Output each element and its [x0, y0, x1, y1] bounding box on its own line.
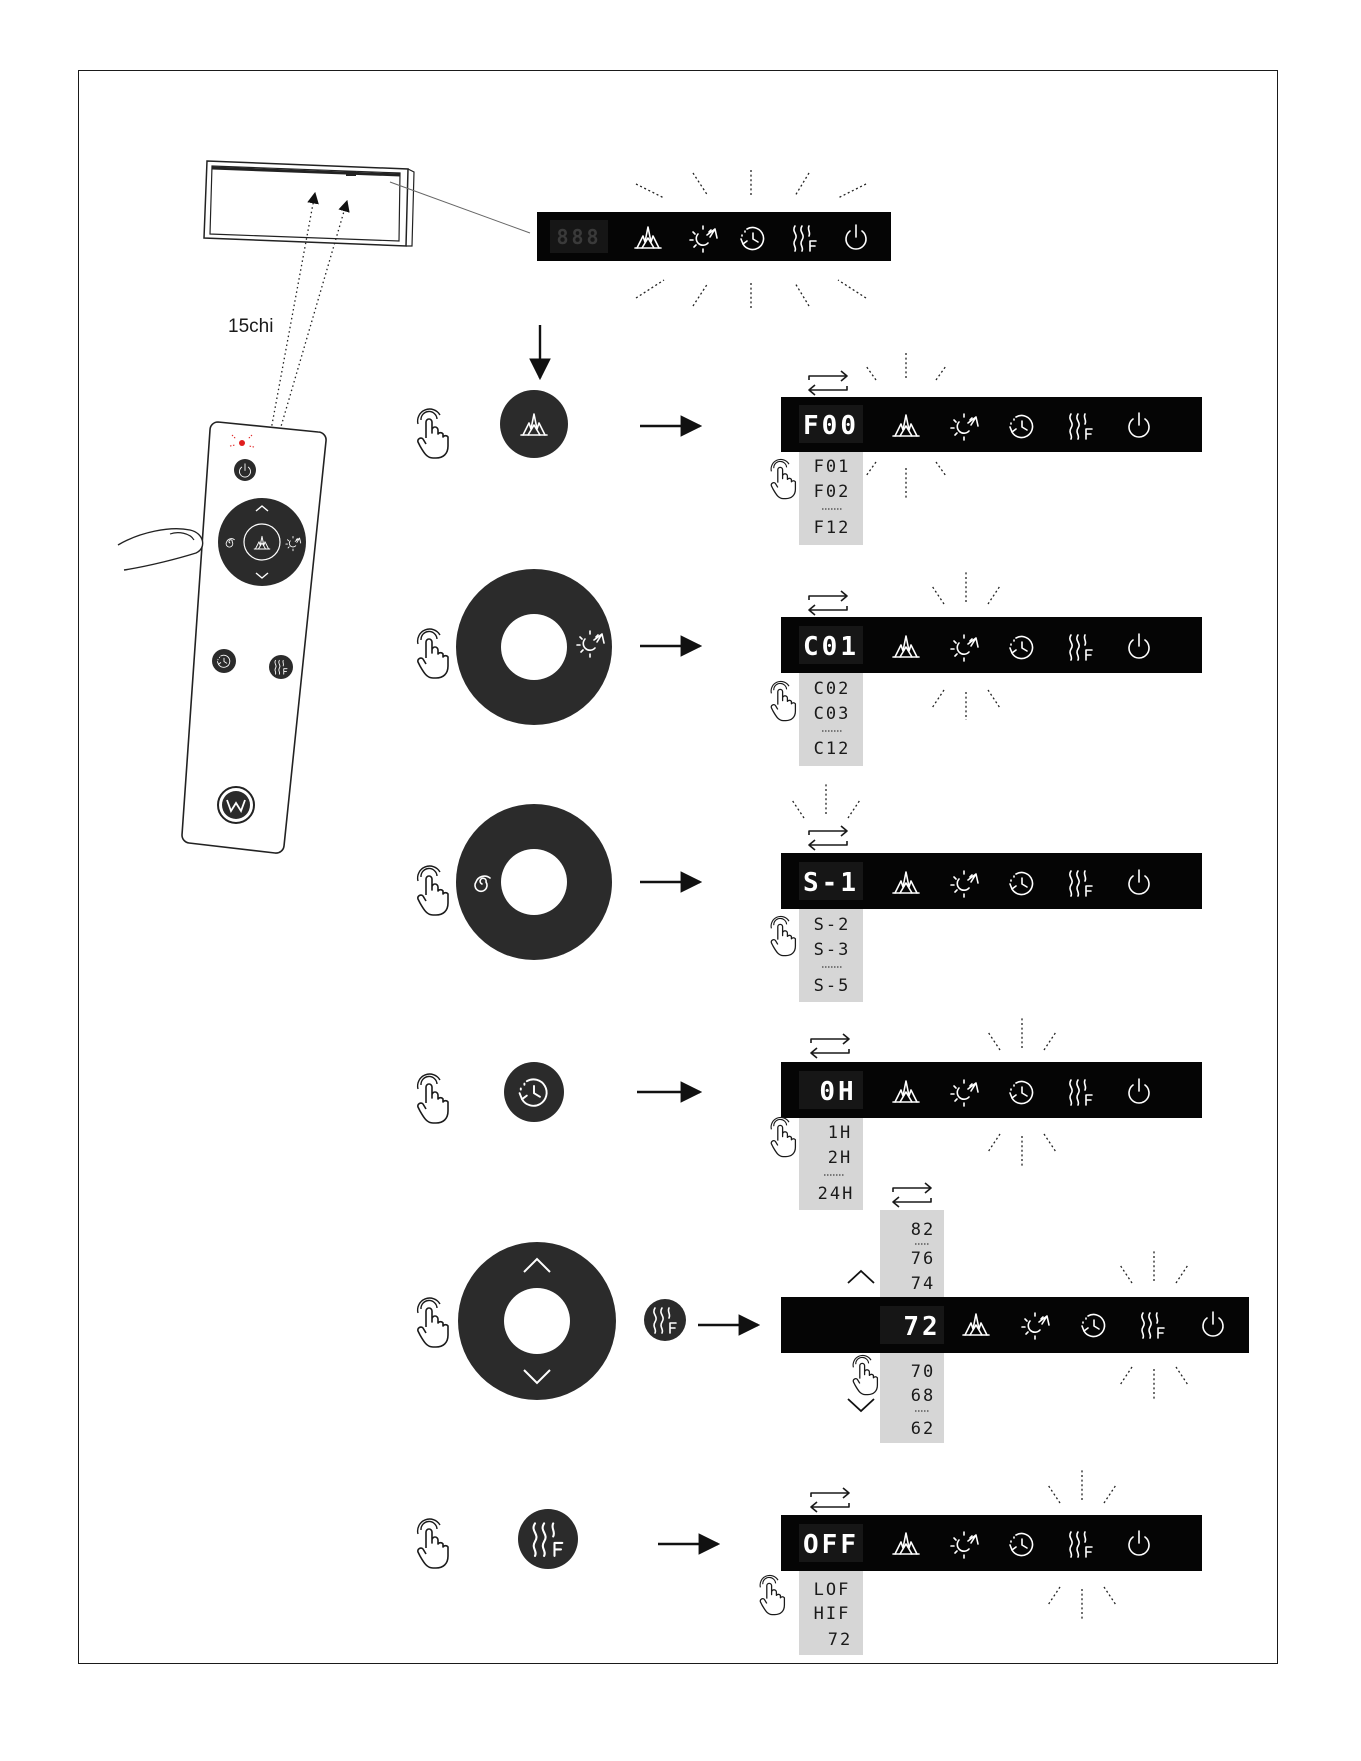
cycle-icon: [811, 1488, 849, 1512]
row-temp-down-option-3: 62: [911, 1419, 935, 1439]
press-hand-icon: [418, 866, 448, 915]
press-hand-icon: [853, 1355, 877, 1394]
row-speed-option-2: S-3: [814, 940, 851, 960]
press-hand-icon: [771, 1117, 795, 1156]
cycle-icon: [811, 1034, 849, 1058]
row-timer-display: 0H: [819, 1077, 856, 1107]
row-color-option-3: C12: [814, 739, 851, 759]
row-flame: F00 F01 F02 F12: [418, 325, 1202, 545]
indicator-led: [239, 440, 245, 446]
row-temperature-display: 72: [903, 1312, 940, 1342]
press-hand-icon: [771, 459, 795, 498]
row-flame-option-2: F02: [814, 482, 851, 502]
row-speed: S-1 S-2 S-3 S-5: [418, 784, 1202, 1002]
press-hand-icon: [771, 681, 795, 720]
row-color-display: C01: [803, 632, 859, 662]
row-speed-option-3: S-5: [814, 976, 851, 996]
row-flame-option-1: F01: [814, 457, 851, 477]
row-temp-down-option-1: 70: [911, 1362, 935, 1382]
row-temperature: 82 76 74 72 70 68 62: [418, 1183, 1249, 1443]
press-hand-icon: [418, 409, 448, 458]
heat-button: [518, 1509, 578, 1569]
row-temp-up-option-2: 76: [911, 1249, 935, 1269]
row-flame-option-3: F12: [814, 518, 851, 538]
row-timer: 0H 1H 2H 24H: [418, 1018, 1202, 1210]
row-heat-display: OFF: [803, 1530, 859, 1560]
row-heat: OFF LOF HIF 72: [418, 1470, 1202, 1655]
row-color-option-1: C02: [814, 679, 851, 699]
row-timer-option-1: 1H: [828, 1123, 852, 1143]
row-color: C01 C02 C03 C12: [418, 569, 1202, 766]
press-hand-icon: [771, 916, 795, 955]
chevron-down-icon: [848, 1399, 874, 1411]
row-timer-option-2: 2H: [828, 1148, 852, 1168]
row-flame-display: F00: [803, 411, 859, 441]
press-hand-icon: [760, 1575, 784, 1614]
cycle-icon: [893, 1183, 931, 1207]
row-speed-display: S-1: [803, 868, 859, 898]
row-heat-option-3: 72: [828, 1630, 852, 1650]
heat-button: [644, 1299, 686, 1341]
fireplace-illustration: [204, 161, 530, 246]
press-hand-icon: [418, 1298, 448, 1347]
top-control-panel: 888: [537, 170, 891, 308]
row-heat-option-2: HIF: [814, 1604, 851, 1624]
flame-button: [500, 390, 568, 458]
press-hand-icon: [418, 1519, 448, 1568]
remote-control: [118, 422, 326, 853]
press-hand-icon: [418, 629, 448, 678]
row-speed-option-1: S-2: [814, 915, 851, 935]
distance-label: 15chi: [228, 316, 273, 337]
cycle-icon: [809, 591, 847, 615]
press-hand-icon: [418, 1074, 448, 1123]
cycle-icon: [809, 371, 847, 395]
display-panel: [781, 1297, 1249, 1353]
row-timer-option-3: 24H: [818, 1184, 855, 1204]
row-color-option-2: C03: [814, 704, 851, 724]
chevron-up-icon: [848, 1271, 874, 1283]
cycle-icon: [809, 826, 847, 850]
finger-illustration: [118, 529, 203, 570]
top-display-value: 888: [556, 225, 601, 249]
row-heat-option-1: LOF: [814, 1580, 851, 1600]
row-temp-down-option-2: 68: [911, 1386, 935, 1406]
row-temp-up-option-3: 74: [911, 1274, 935, 1294]
row-temp-up-option-1: 82: [911, 1220, 935, 1240]
